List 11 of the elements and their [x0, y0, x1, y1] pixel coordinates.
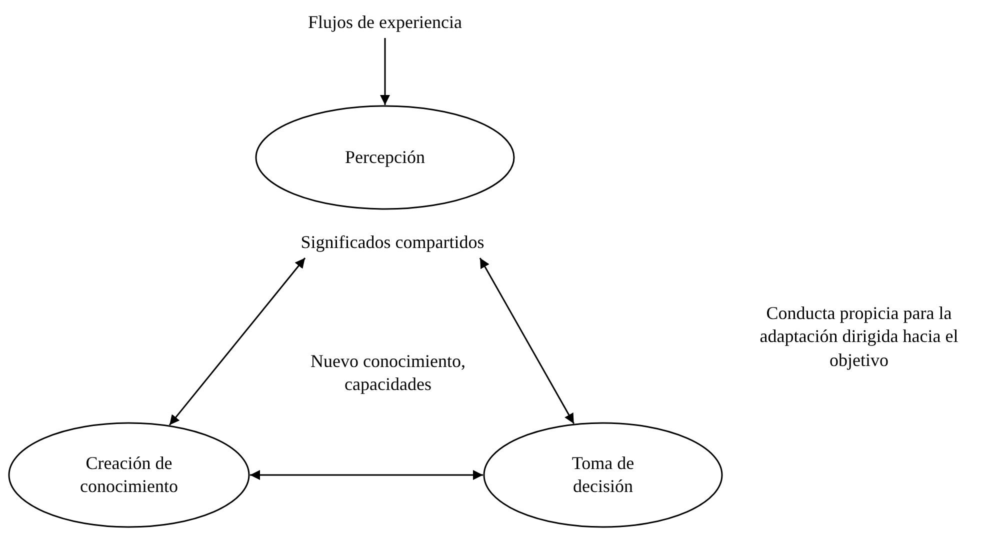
ellipse-node: Percepción [255, 105, 515, 210]
node-text: Significados compartidos [250, 228, 535, 258]
arrow [168, 258, 306, 426]
ellipse-node: Toma de decisión [483, 422, 723, 528]
arrow [380, 38, 390, 105]
node-text: Flujos de experiencia [265, 8, 505, 38]
annotation-text: Nuevo conocimiento, capacidades [310, 350, 466, 396]
arrow [250, 470, 483, 480]
arrow [479, 258, 575, 424]
annotation-text: Conducta propicia para la adaptación dirigida hacia el objetivo [758, 302, 960, 372]
ellipse-node: Creación de conocimiento [8, 422, 250, 528]
